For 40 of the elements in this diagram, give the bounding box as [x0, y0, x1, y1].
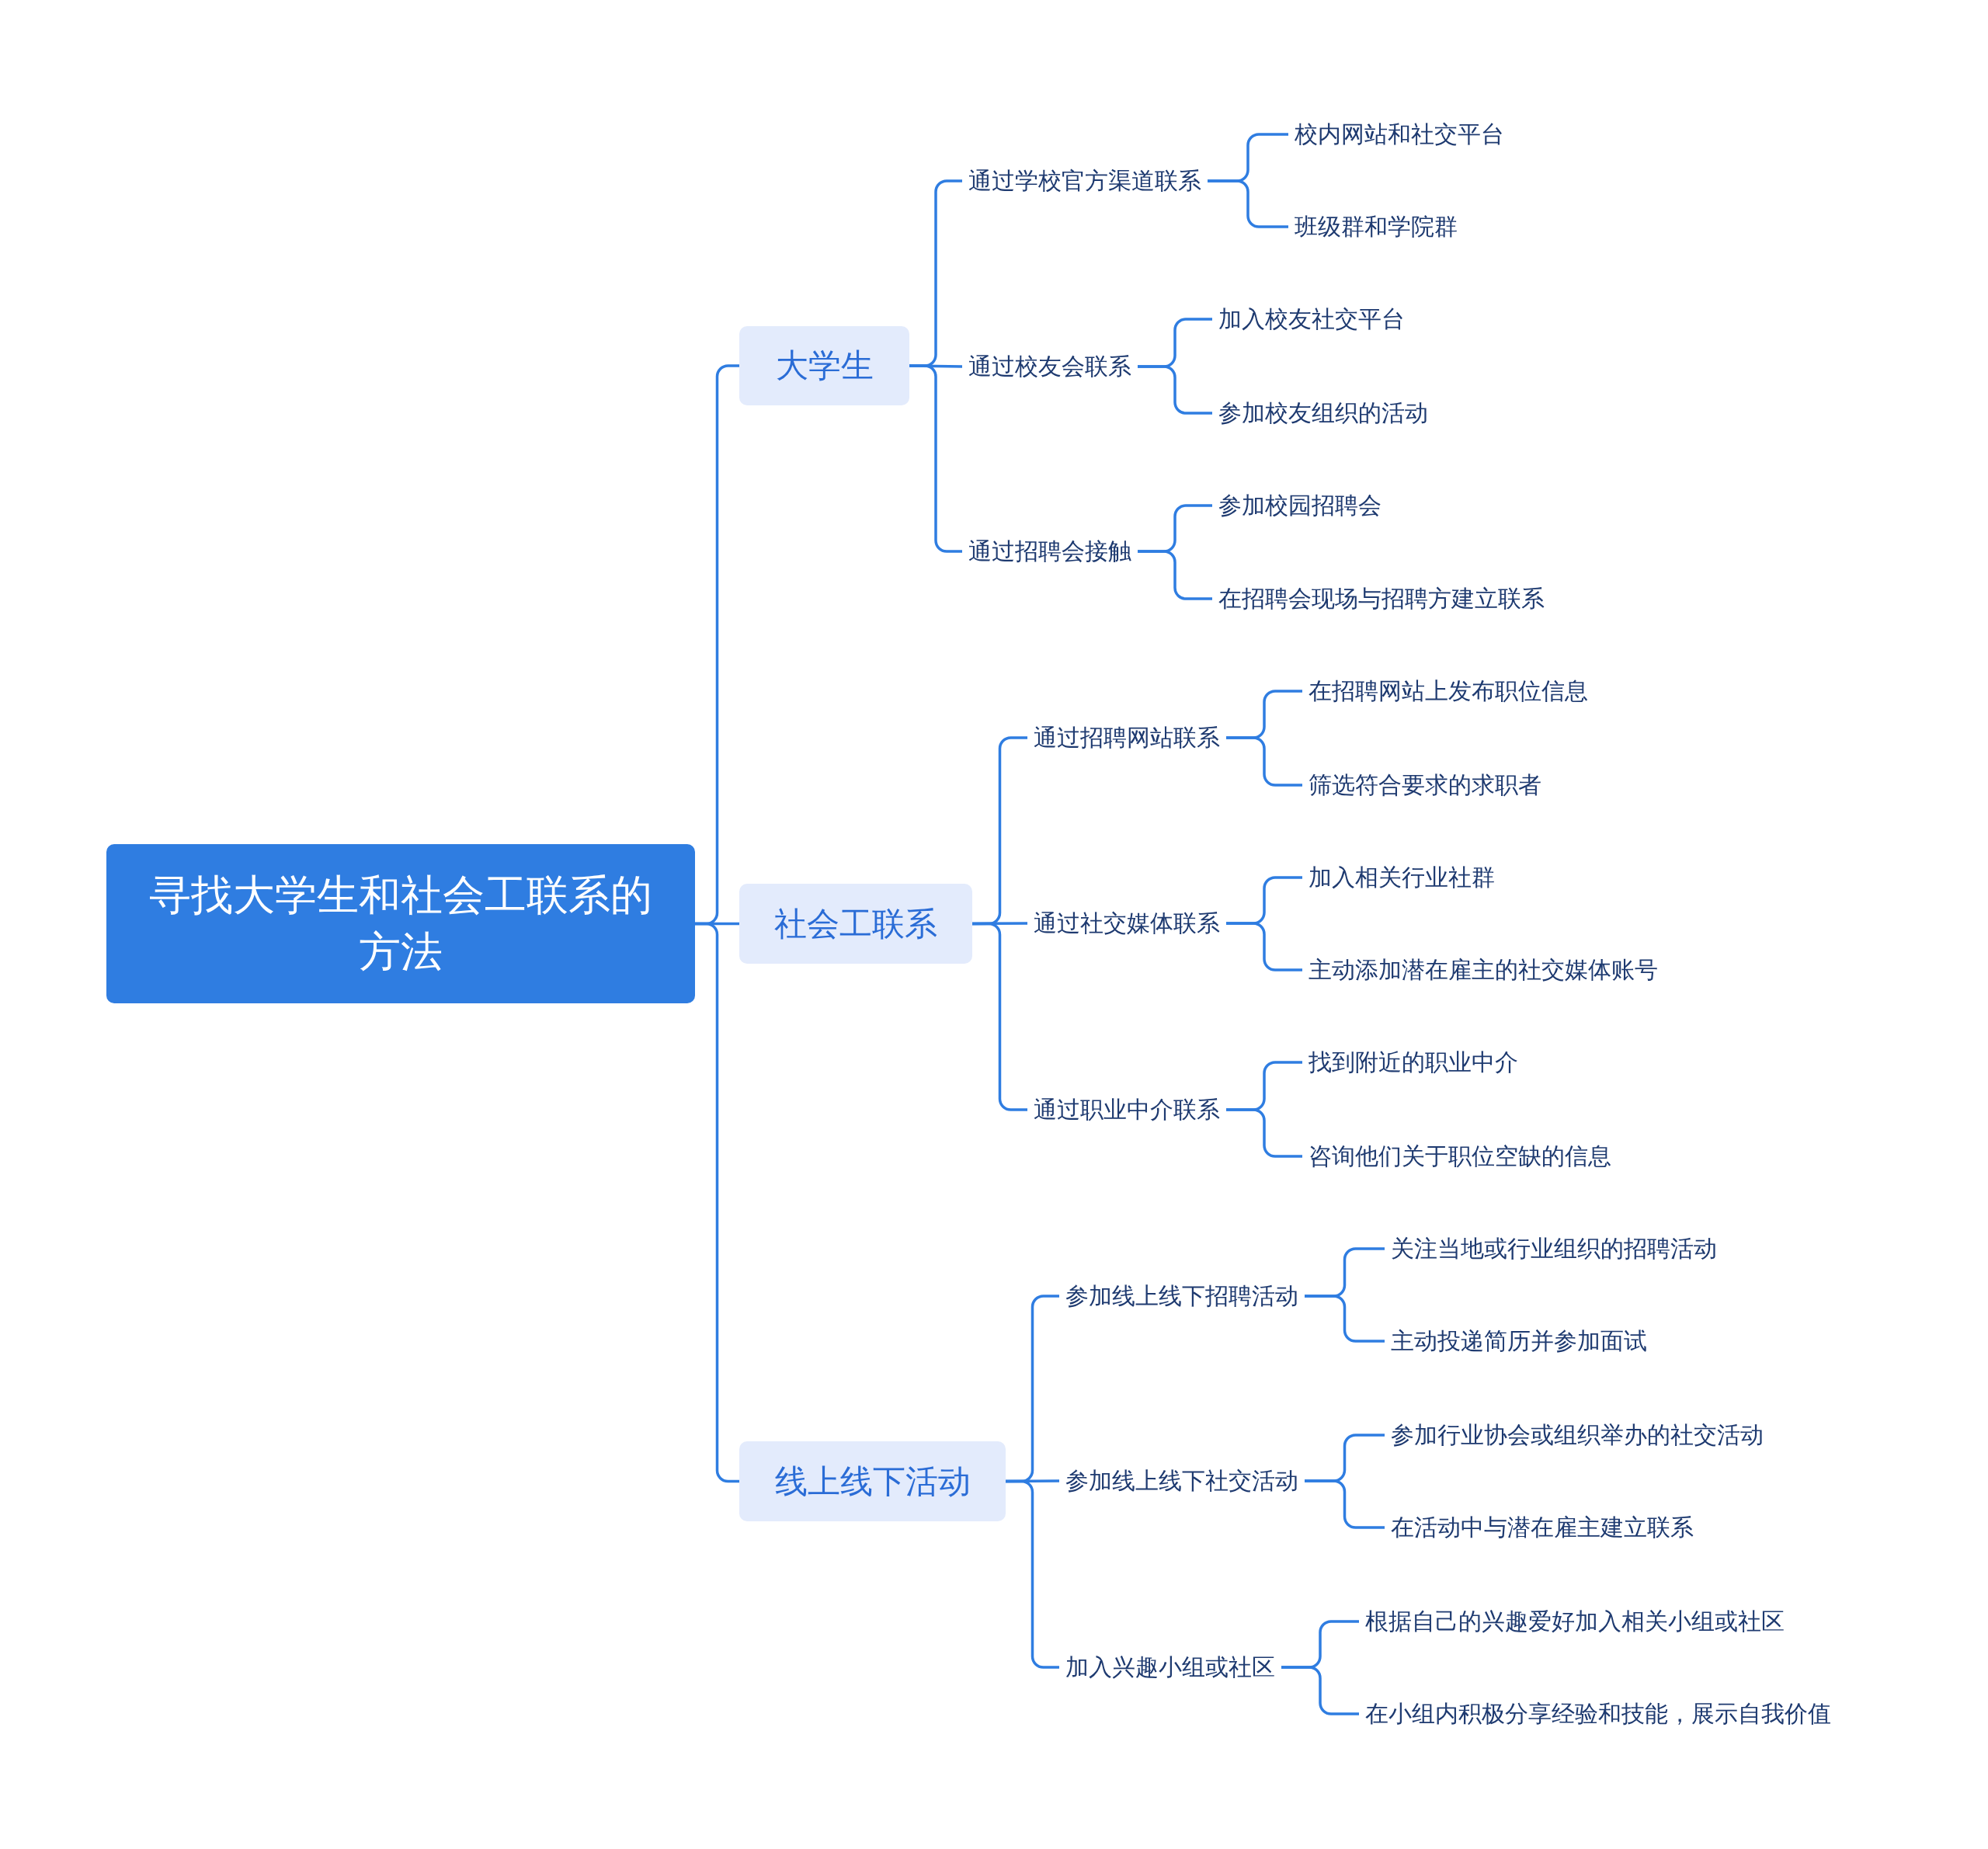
detail-text: 主动添加潜在雇主的社交媒体账号: [1302, 951, 1664, 989]
detail-text: 咨询他们关于职位空缺的信息: [1302, 1137, 1618, 1176]
connector-line: [1226, 922, 1302, 971]
detail-text: 找到附近的职业中介: [1302, 1043, 1524, 1082]
detail-text: 校内网站和社交平台: [1288, 115, 1510, 154]
detail-text: 在小组内积极分享经验和技能，展示自我价值: [1359, 1694, 1837, 1733]
detail-text: 在招聘会现场与招聘方建立联系: [1212, 579, 1551, 618]
subtopic-text: 参加线上线下社交活动: [1059, 1461, 1305, 1500]
connector-line: [1226, 1108, 1302, 1158]
detail-text: 根据自己的兴趣爱好加入相关小组或社区: [1359, 1602, 1791, 1641]
root-topic-box: 寻找大学生和社会工联系的方法: [106, 844, 695, 1003]
subtopic-text: 通过社交媒体联系: [1027, 904, 1226, 943]
detail-text: 参加校园招聘会: [1212, 486, 1388, 525]
topic-box: 大学生: [739, 326, 909, 405]
connector-line: [1138, 365, 1212, 415]
topic-box: 社会工联系: [739, 884, 972, 964]
subtopic-text: 参加线上线下招聘活动: [1059, 1277, 1305, 1316]
connector-line: [1208, 179, 1288, 228]
detail-text: 在活动中与潜在雇主建立联系: [1385, 1508, 1700, 1547]
detail-text: 加入相关行业社群: [1302, 858, 1501, 897]
subtopic-text: 通过校友会联系: [962, 347, 1138, 386]
subtopic-text: 通过职业中介联系: [1027, 1090, 1226, 1129]
topic-box: 线上线下活动: [739, 1441, 1006, 1521]
subtopic-text: 加入兴趣小组或社区: [1059, 1648, 1281, 1687]
subtopic-text: 通过招聘会接触: [962, 532, 1138, 571]
detail-text: 参加行业协会或组织举办的社交活动: [1385, 1416, 1770, 1455]
subtopic-text: 通过学校官方渠道联系: [962, 162, 1208, 200]
connector-line: [1138, 550, 1212, 600]
detail-text: 班级群和学院群: [1288, 207, 1464, 246]
subtopic-text: 通过招聘网站联系: [1027, 718, 1226, 757]
detail-text: 参加校友组织的活动: [1212, 394, 1434, 433]
detail-text: 关注当地或行业组织的招聘活动: [1385, 1229, 1723, 1268]
connector-line: [1305, 1295, 1385, 1343]
detail-text: 在招聘网站上发布职位信息: [1302, 672, 1594, 711]
connector-line: [1226, 736, 1302, 787]
detail-text: 加入校友社交平台: [1212, 300, 1411, 339]
detail-text: 主动投递简历并参加面试: [1385, 1322, 1653, 1361]
detail-text: 筛选符合要求的求职者: [1302, 766, 1548, 805]
connector-line: [1305, 1479, 1385, 1529]
connector-line: [1281, 1666, 1359, 1715]
